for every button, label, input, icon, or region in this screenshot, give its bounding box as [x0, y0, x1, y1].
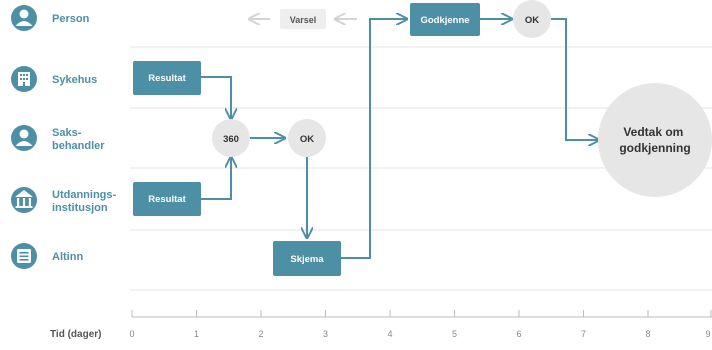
axis-tick-label: 0	[129, 329, 134, 339]
varsel-label: Varsel	[290, 15, 317, 25]
resultat-box-sykehus: Resultat	[133, 61, 201, 95]
ok-circle-top: OK	[513, 0, 551, 38]
ok-circle-mid: OK	[288, 119, 326, 157]
person-icon	[11, 5, 37, 31]
resultat-sykehus-label: Resultat	[148, 73, 186, 84]
form-list-icon	[11, 243, 37, 269]
lane-label-saksbehandler: Saks- behandler	[52, 127, 105, 152]
institution-building-icon	[11, 187, 37, 213]
arrow-resultat-utdanning-to-360	[201, 157, 231, 200]
godkjenne-label: Godkjenne	[420, 15, 469, 26]
axis-tick-label: 4	[387, 329, 392, 339]
lane-label-altinn: Altinn	[52, 251, 83, 263]
axis-tick-label: 2	[258, 329, 263, 339]
arrow-resultat-sykehus-to-360	[201, 76, 231, 119]
axis-tick-label: 6	[516, 329, 521, 339]
lane-label-utdanning: Utdannings- institusjon	[52, 189, 119, 214]
skjema-label: Skjema	[290, 254, 324, 265]
axis-tick-label: 7	[581, 329, 586, 339]
ok-top-label: OK	[525, 15, 539, 26]
time-axis: Tid (dager) 0 1 2 3 4 5 6 7 8 9	[50, 310, 712, 340]
vedtak-label: Vedtak om godkjenning	[619, 125, 690, 155]
arrow-ok-to-vedtak	[551, 18, 599, 140]
lane-label-sykehus: Sykehus	[52, 74, 97, 86]
arrow-skjema-to-godkjenne	[341, 19, 407, 259]
person-icon	[11, 125, 37, 151]
vedtak-circle: Vedtak om godkjenning	[598, 83, 712, 197]
axis-tick-label: 5	[452, 329, 457, 339]
ok-mid-label: OK	[300, 134, 314, 145]
godkjenne-box: Godkjenne	[410, 3, 480, 36]
axis-tick-label: 1	[194, 329, 199, 339]
lane-label-person: Person	[52, 13, 90, 25]
resultat-utdanning-label: Resultat	[148, 194, 186, 205]
axis-tick-label: 9	[705, 329, 710, 339]
skjema-box: Skjema	[273, 241, 341, 276]
resultat-box-utdanning: Resultat	[133, 182, 201, 216]
axis-tick-label: 3	[323, 329, 328, 339]
varsel-box: Varsel	[280, 9, 326, 29]
circle-360: 360	[212, 119, 250, 157]
axis-label: Tid (dager)	[50, 329, 101, 340]
hospital-building-icon	[11, 66, 37, 92]
node-360-label: 360	[223, 134, 239, 145]
axis-tick-label: 8	[645, 329, 650, 339]
